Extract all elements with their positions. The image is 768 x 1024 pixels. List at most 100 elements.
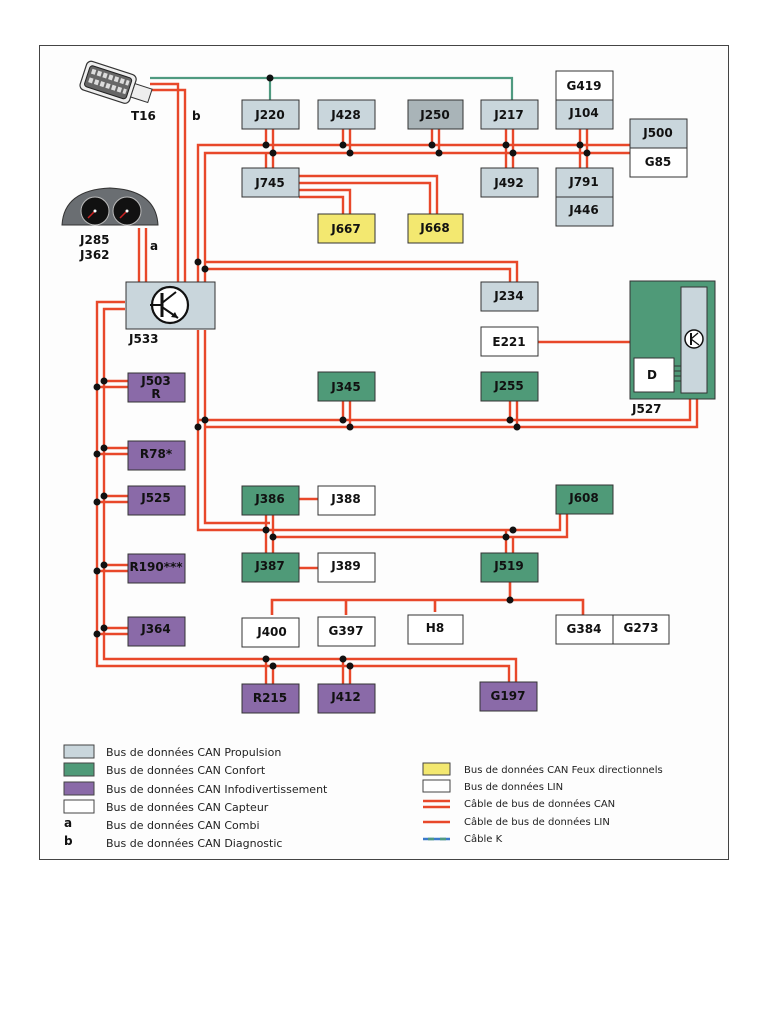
module-j217[interactable]: J217 [480, 99, 539, 130]
svg-text:J412: J412 [330, 690, 361, 704]
svg-text:J745: J745 [254, 176, 285, 190]
svg-text:J668: J668 [419, 221, 450, 235]
legend-item-capteur: Bus de données CAN Capteur [63, 799, 269, 814]
wire-r190 [97, 563, 128, 573]
wire-j217-j492 [504, 129, 515, 168]
wire-j104-j791 [578, 129, 589, 168]
svg-text:Bus de données CAN Capteur: Bus de données CAN Capteur [106, 801, 269, 814]
module-j745[interactable]: J745 [241, 167, 300, 198]
module-r78[interactable]: R78* [127, 440, 186, 471]
svg-text:J217: J217 [493, 108, 524, 122]
svg-text:J255: J255 [493, 379, 524, 393]
module-j525[interactable]: J525 [127, 485, 186, 516]
module-j250[interactable]: J250 [407, 99, 464, 130]
svg-text:Câble de bus de données CAN: Câble de bus de données CAN [464, 798, 615, 810]
svg-text:R78*: R78* [140, 447, 173, 461]
svg-text:J503: J503 [140, 374, 171, 388]
module-g384[interactable]: G384 [555, 614, 614, 645]
svg-text:R: R [151, 387, 160, 401]
module-j104[interactable]: J104 [555, 99, 614, 130]
module-g397[interactable]: G397 [317, 616, 376, 647]
svg-text:Câble de bus de données LIN: Câble de bus de données LIN [464, 816, 610, 828]
module-j400[interactable]: J400 [241, 617, 300, 648]
module-r215[interactable]: R215 [241, 683, 300, 714]
module-j791[interactable]: J791 [555, 167, 614, 198]
module-j387[interactable]: J387 [241, 552, 300, 583]
module-j500[interactable]: J500 [629, 118, 688, 149]
can-propulsion-bus-2 [203, 151, 630, 282]
module-h8[interactable]: H8 [407, 614, 464, 645]
module-r190[interactable]: R190*** [127, 553, 186, 584]
svg-text:b: b [64, 834, 73, 848]
legend-item-feux: Bus de données CAN Feux directionnels [422, 762, 663, 776]
svg-text:Bus de données CAN Confort: Bus de données CAN Confort [106, 764, 266, 777]
wire-j745-j667 [299, 188, 352, 214]
svg-text:J220: J220 [254, 108, 285, 122]
svg-text:J400: J400 [256, 625, 287, 639]
module-j386[interactable]: J386 [241, 485, 300, 516]
module-j667[interactable]: J667 [317, 213, 376, 244]
module-j519[interactable]: J519 [480, 552, 539, 583]
svg-text:J608: J608 [568, 491, 599, 505]
module-j389[interactable]: J389 [317, 552, 376, 583]
module-j446[interactable]: J446 [555, 196, 614, 227]
svg-text:J446: J446 [568, 203, 599, 217]
instrument-cluster-icon[interactable] [61, 187, 159, 226]
svg-text:J791: J791 [568, 175, 599, 189]
module-g419[interactable]: G419 [555, 70, 614, 101]
module-e221[interactable]: E221 [480, 326, 539, 357]
wire-j345 [341, 398, 352, 427]
svg-text:E221: E221 [492, 335, 525, 349]
diagnostic-bus-letter: b [192, 109, 201, 123]
legend-item-confort: Bus de données CAN Confort [63, 762, 266, 777]
svg-text:Bus de données CAN Combi: Bus de données CAN Combi [106, 819, 260, 832]
junction-nodes [93, 74, 591, 670]
svg-text:J104: J104 [568, 106, 599, 120]
module-g273[interactable]: G273 [612, 614, 670, 645]
can-trunk-down [196, 330, 270, 532]
wire-j503 [97, 379, 128, 389]
module-j608[interactable]: J608 [555, 484, 614, 515]
module-j364[interactable]: J364 [127, 616, 186, 647]
svg-text:Bus de données CAN Diagnostic: Bus de données CAN Diagnostic [106, 837, 282, 850]
wire-j525 [97, 494, 128, 504]
module-g85[interactable]: G85 [629, 147, 688, 178]
module-j220[interactable]: J220 [241, 99, 300, 130]
svg-text:G197: G197 [491, 689, 526, 703]
module-j255[interactable]: J255 [480, 371, 539, 402]
svg-text:J234: J234 [493, 289, 524, 303]
legend-item-lin-cable: Câble de bus de données LIN [423, 816, 610, 828]
svg-text:J519: J519 [493, 559, 524, 573]
svg-text:G397: G397 [329, 624, 364, 638]
wire-j364 [97, 626, 128, 636]
module-g197[interactable]: G197 [479, 681, 538, 712]
svg-text:J525: J525 [140, 491, 171, 505]
svg-text:Bus de données CAN Feux direct: Bus de données CAN Feux directionnels [464, 764, 663, 776]
svg-text:G419: G419 [567, 79, 602, 93]
module-j412[interactable]: J412 [317, 683, 376, 714]
wire-r78 [97, 446, 128, 456]
svg-text:G384: G384 [567, 622, 602, 636]
svg-text:J388: J388 [330, 492, 361, 506]
module-j428[interactable]: J428 [317, 99, 376, 130]
svg-text:J389: J389 [330, 559, 361, 573]
wire-j234 [205, 260, 519, 282]
svg-text:J250: J250 [419, 108, 450, 122]
j362-label: J362 [79, 248, 110, 262]
module-j234[interactable]: J234 [480, 281, 539, 312]
svg-text:Bus de données CAN Infodiverti: Bus de données CAN Infodivertissement [106, 783, 328, 796]
module-j527[interactable]: D [629, 280, 716, 400]
module-j492[interactable]: J492 [480, 167, 539, 198]
legend-item-infodivertissement: Bus de données CAN Infodivertissement [63, 781, 328, 796]
module-j345[interactable]: J345 [317, 371, 376, 402]
svg-text:Câble K: Câble K [464, 833, 503, 845]
svg-text:Bus de données CAN Propulsion: Bus de données CAN Propulsion [106, 746, 281, 759]
legend-item-k-cable: Câble K [423, 833, 503, 845]
module-j388[interactable]: J388 [317, 485, 376, 516]
t16-diagnostic-connector[interactable] [79, 60, 155, 110]
gateway-j533[interactable] [125, 281, 216, 330]
module-j668[interactable]: J668 [407, 213, 464, 244]
wires [95, 76, 699, 684]
